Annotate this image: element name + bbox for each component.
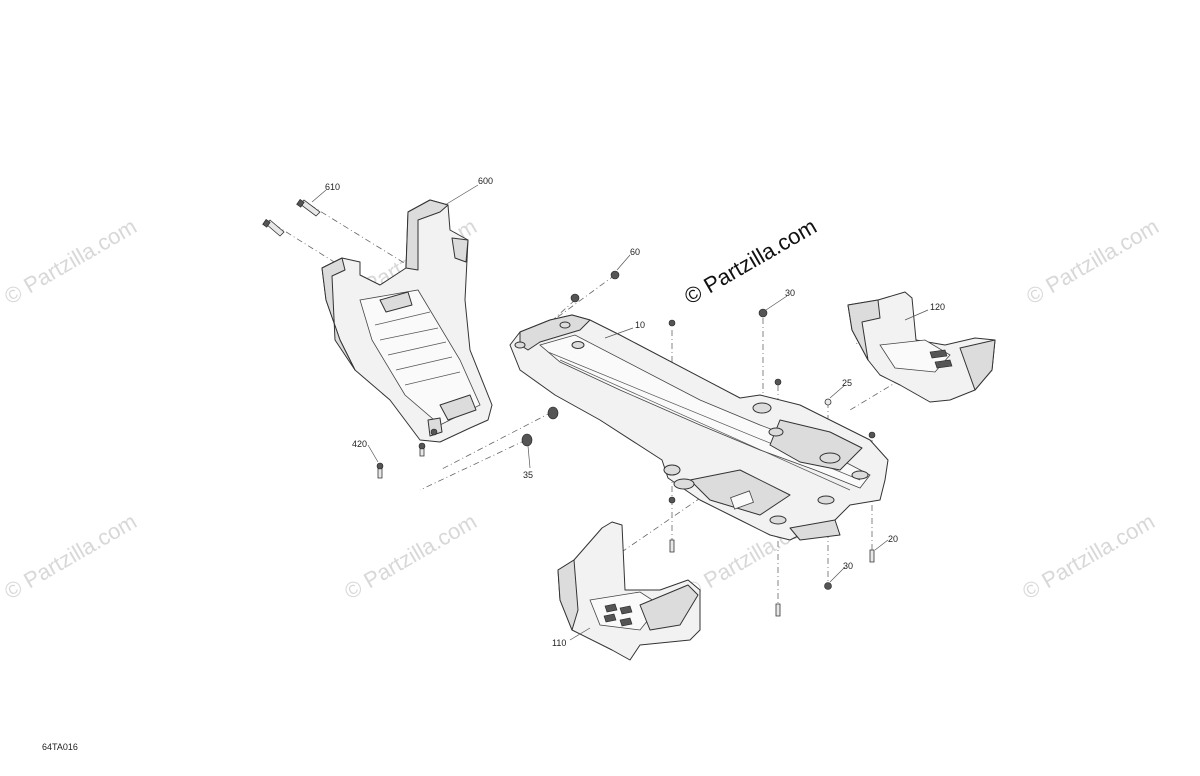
watermark-faint: © Partzilla.com	[1018, 509, 1159, 605]
callout-120: 120	[930, 302, 945, 312]
watermark-faint: © Partzilla.com	[340, 509, 481, 605]
callout-35: 35	[523, 470, 533, 480]
callout-110: 110	[552, 638, 566, 648]
floor-frame-10	[509, 314, 889, 541]
callout-610: 610	[325, 182, 340, 192]
leader-lines	[311, 184, 929, 641]
hardware	[262, 198, 876, 617]
callout-420: 420	[352, 439, 367, 449]
watermark-faint: © Partzilla.com	[0, 214, 141, 310]
callout-60: 60	[630, 247, 640, 257]
watermark-main: © Partzilla.com	[680, 214, 821, 310]
callout-25: 25	[842, 378, 852, 388]
callout-labels: 610 600 60 10 30 120 25 20 30 35 420 110	[325, 176, 945, 648]
callout-30-bottom: 30	[843, 561, 853, 571]
callout-20: 20	[888, 534, 898, 544]
watermark-faint: © Partzilla.com	[1022, 214, 1163, 310]
callout-600: 600	[478, 176, 493, 186]
callout-10: 10	[635, 320, 645, 330]
callout-30-top: 30	[785, 288, 795, 298]
console-housing-600	[321, 199, 493, 443]
watermark-faint: © Partzilla.com	[0, 509, 141, 605]
footrest-left-110	[557, 521, 701, 661]
drawing-id: 64TA016	[42, 742, 78, 752]
footrest-right-120	[847, 291, 996, 403]
